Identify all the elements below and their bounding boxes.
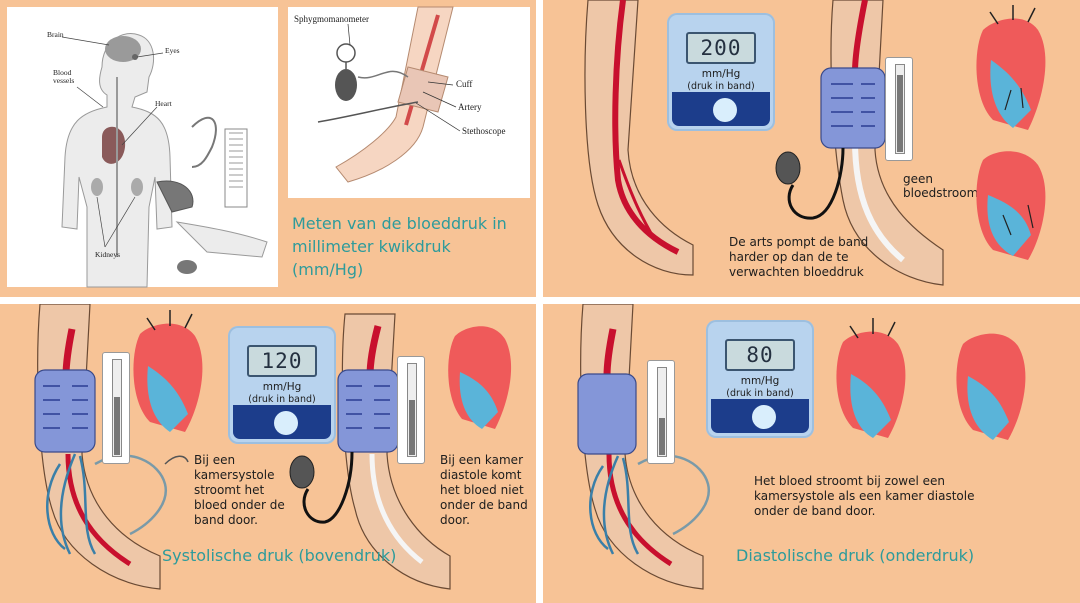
heart-systole-icon-p3: [133, 310, 203, 432]
arm-diastolic: [577, 304, 711, 590]
panel-systolic: 120 mm/Hg (druk in band) Bij een kamersy…: [0, 304, 536, 603]
systole-caption-3: stroomt het: [194, 483, 265, 497]
meter-button[interactable]: [274, 411, 298, 435]
arm-systolic-right: [289, 313, 512, 590]
meter-button[interactable]: [713, 98, 737, 122]
mercury-gauge-systolic: [102, 352, 130, 464]
heart-systole-icon: [976, 5, 1046, 130]
arm-illustration-card: Sphygmomanometer Cuff Artery Stethoscope: [288, 6, 530, 198]
systole-caption-1: Bij een: [194, 453, 236, 467]
panel-diastolic: 80 mm/Hg (druk in band) Het bloed stroom…: [543, 304, 1080, 603]
mercury-gauge: [885, 57, 913, 161]
label-brain: Brain: [47, 30, 64, 39]
heart-systole-icon-p4: [836, 318, 906, 438]
meter-unit: mm/Hg: [701, 68, 741, 80]
panel-measuring-intro: Brain Eyes Blood vessels Heart Kidneys S…: [0, 0, 536, 297]
diastolic-caption-2: kamersystole als een kamer diastole: [754, 489, 975, 503]
diastolic-title: Diastolische druk (onderdruk): [736, 546, 975, 565]
body-illustration-card: Brain Eyes Blood vessels Heart Kidneys: [7, 7, 278, 288]
label-kidneys: Kidneys: [95, 250, 120, 259]
mercury-gauge-diastolic-check: [397, 356, 425, 464]
arm-cuff-pumped: [775, 0, 944, 286]
meter-unit: mm/Hg: [262, 381, 302, 393]
caption-line-3: verwachten bloeddruk: [729, 265, 864, 279]
heart-diastole-icon: [976, 151, 1046, 260]
heart-diastole-icon-p4: [956, 333, 1026, 440]
systole-caption-2: kamersystole: [194, 468, 275, 482]
no-flow-label-1: geen: [903, 172, 933, 186]
human-body-illustration: [61, 33, 268, 288]
diastolic-caption-1: Het bloed stroomt bij zowel een: [754, 474, 946, 488]
label-sphygmomanometer: Sphygmomanometer: [294, 14, 369, 24]
pressure-meter-systolic: 120 mm/Hg (druk in band): [228, 326, 336, 444]
meter-display: 120: [247, 345, 317, 377]
diastole-caption-4: onder de band: [440, 498, 528, 512]
meter-button[interactable]: [752, 405, 776, 429]
meter-base: [233, 405, 331, 439]
systole-caption-4: bloed onder de: [194, 498, 285, 512]
meter-display: 200: [686, 32, 756, 64]
meter-display: 80: [725, 339, 795, 371]
caption-line-1: De arts pompt de band: [729, 235, 869, 249]
diastole-caption-1: Bij een kamer: [440, 453, 523, 467]
meter-sublabel: (druk in band): [248, 394, 316, 405]
diastolic-caption-3: onder de band door.: [754, 504, 876, 518]
title-line-1: Meten van de bloeddruk in: [292, 214, 507, 233]
pressure-meter-diastolic: 80 mm/Hg (druk in band): [706, 320, 814, 438]
label-artery: Artery: [458, 102, 482, 112]
pressure-meter: 200 mm/Hg (druk in band): [667, 13, 775, 131]
systole-caption-5: band door.: [194, 513, 258, 527]
diastole-caption-3: het bloed niet: [440, 483, 524, 497]
no-flow-label-2: bloedstroom: [903, 186, 979, 200]
label-eyes: Eyes: [165, 46, 180, 55]
label-stethoscope: Stethoscope: [462, 126, 506, 136]
caption-line-2: harder op dan de te: [729, 250, 849, 264]
mercury-gauge-diastolic: [647, 360, 675, 464]
label-heart: Heart: [155, 99, 172, 108]
diastole-caption-5: door.: [440, 513, 470, 527]
arm-systolic-left: [34, 304, 189, 590]
title-line-2: millimeter kwikdruk: [292, 237, 451, 256]
arm-left-illustration: [584, 0, 694, 276]
label-cuff: Cuff: [456, 79, 473, 89]
label-blood-vessels: Blood vessels: [53, 68, 75, 85]
title-line-3: (mm/Hg): [292, 260, 364, 279]
meter-base: [672, 92, 770, 126]
arm-cuff-illustration: [317, 6, 461, 183]
panel-pumped-cuff: 200 mm/Hg (druk in band) geen bloedstroo…: [543, 0, 1080, 297]
diastole-caption-2: diastole komt: [440, 468, 522, 482]
meter-unit: mm/Hg: [740, 375, 780, 387]
meter-base: [711, 399, 809, 433]
systolic-title: Systolische druk (bovendruk): [162, 546, 397, 565]
meter-sublabel: (druk in band): [687, 81, 755, 92]
meter-sublabel: (druk in band): [726, 388, 794, 399]
